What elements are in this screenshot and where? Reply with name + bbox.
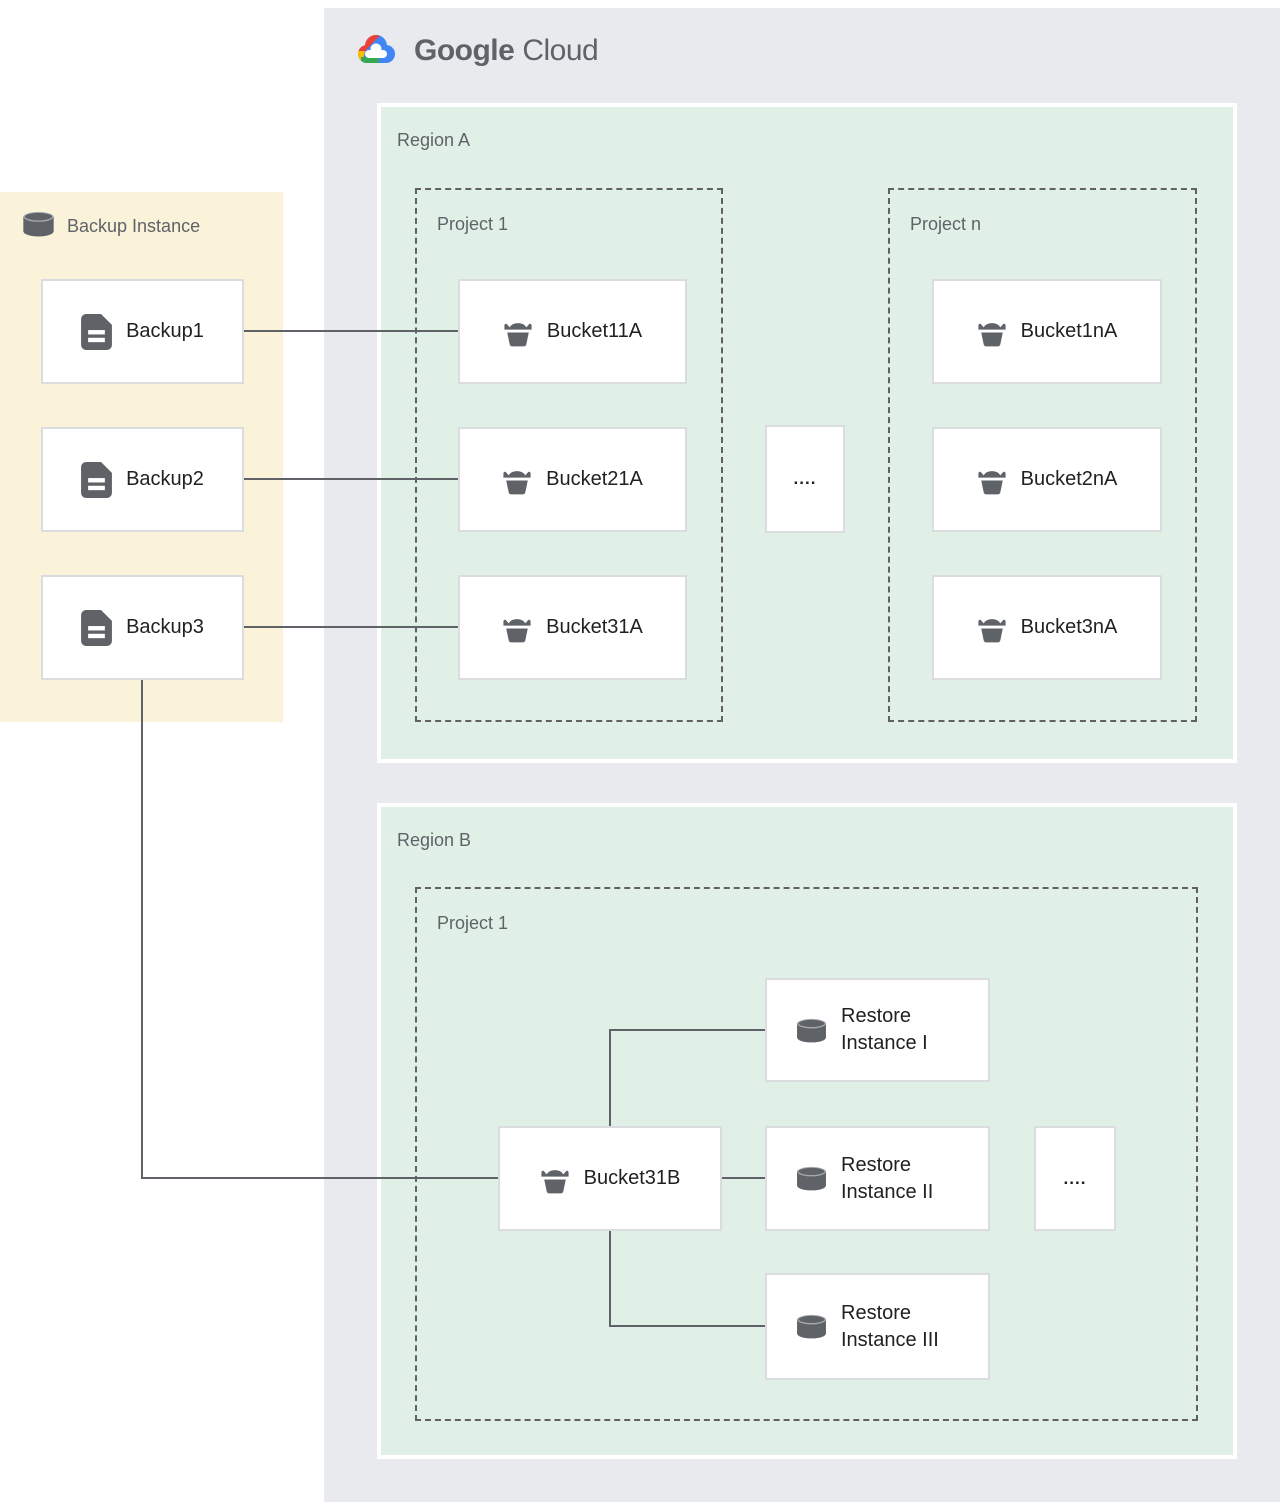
node-restore-instance-1: Restore Instance I	[765, 978, 990, 1082]
bucket-icon	[977, 613, 1007, 643]
node-label: Restore Instance I	[841, 1005, 928, 1054]
logo-product: Cloud	[522, 34, 599, 67]
bucket-icon	[977, 465, 1007, 495]
node-bucket1na: Bucket1nA	[932, 279, 1162, 384]
node-backup3: Backup3	[41, 575, 244, 680]
connector-bucket31b-restore3-horizontal	[609, 1325, 765, 1327]
node-bucket11a: Bucket11A	[458, 279, 687, 384]
node-label: Bucket3nA	[1020, 616, 1118, 638]
node-backup2: Backup2	[41, 427, 244, 532]
node-backup1: Backup1	[41, 279, 244, 384]
connector-backup1-bucket11a	[244, 330, 458, 332]
connector-backup3-bucket31a	[244, 626, 458, 628]
node-label: Restore Instance II	[841, 1153, 934, 1203]
project-1-region-a	[415, 188, 723, 722]
database-icon	[796, 1017, 827, 1043]
bucket-icon	[502, 465, 532, 495]
region-a-label: Region A	[397, 130, 471, 150]
backup-instance-title-row: Backup Instance	[20, 211, 200, 242]
region-b-label: Region B	[397, 830, 472, 850]
node-restore-instance-3: Restore Instance III	[765, 1273, 990, 1380]
bucket-icon	[502, 613, 532, 643]
bucket-icon	[977, 317, 1007, 347]
node-label: Bucket21A	[546, 468, 643, 490]
node-bucket3na: Bucket3nA	[932, 575, 1162, 680]
connector-bucket31b-restore1-horizontal	[609, 1029, 765, 1031]
node-label: Bucket31B	[583, 1167, 681, 1189]
node-ellipsis-region-a: ....	[765, 425, 845, 533]
project-n-region-a	[888, 188, 1197, 722]
connector-backup2-bucket21a	[244, 478, 458, 480]
node-label: Bucket31A	[546, 616, 643, 638]
backup-instance-title: Backup Instance	[67, 216, 201, 236]
node-bucket31b: Bucket31B	[498, 1126, 722, 1231]
connector-backup3-bucket31b-horizontal	[141, 1177, 498, 1179]
database-icon	[796, 1314, 827, 1339]
node-bucket2na: Bucket2nA	[932, 427, 1162, 532]
node-bucket31a: Bucket31A	[458, 575, 687, 680]
database-icon	[796, 1166, 827, 1191]
connector-bucket31b-restore2	[722, 1177, 765, 1179]
node-label: Backup3	[126, 616, 204, 638]
node-label: Bucket11A	[546, 320, 643, 342]
project-n-region-a-label: Project n	[910, 214, 982, 234]
bucket-icon	[540, 1164, 570, 1194]
node-label: Backup2	[126, 468, 204, 490]
connector-bucket31b-restore3-vertical	[609, 1231, 611, 1327]
node-ellipsis-region-b: ....	[1034, 1126, 1116, 1231]
document-icon	[81, 313, 113, 350]
logo-brand: Google	[414, 34, 515, 67]
project-1-region-b	[415, 887, 1198, 1421]
connector-bucket31b-restore1-vertical	[609, 1029, 611, 1126]
document-icon	[81, 609, 113, 646]
google-cloud-logo-icon	[352, 29, 400, 74]
ellipsis-label: ....	[793, 469, 817, 488]
node-label: Backup1	[126, 320, 204, 342]
node-label: Restore Instance III	[841, 1301, 939, 1351]
bucket-icon	[503, 317, 533, 347]
connector-backup3-bucket31b-vertical	[141, 680, 143, 1179]
database-icon	[20, 211, 57, 242]
document-icon	[81, 461, 113, 498]
ellipsis-label: ....	[1063, 1168, 1087, 1188]
node-label: Bucket2nA	[1020, 468, 1118, 490]
node-restore-instance-2: Restore Instance II	[765, 1126, 990, 1231]
project-1-region-b-label: Project 1	[437, 913, 509, 933]
node-label: Bucket1nA	[1020, 320, 1118, 342]
project-1-region-a-label: Project 1	[437, 214, 509, 234]
node-bucket21a: Bucket21A	[458, 427, 687, 532]
